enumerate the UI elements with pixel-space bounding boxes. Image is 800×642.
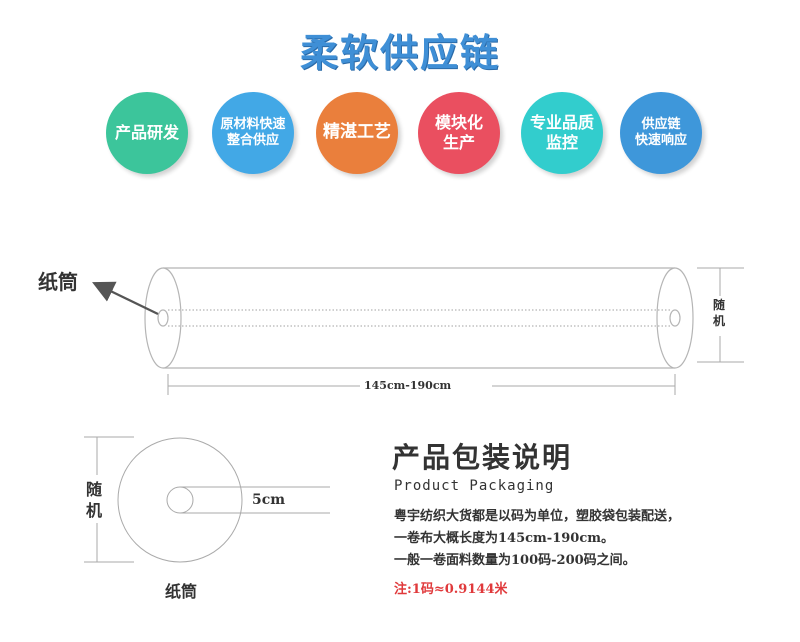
packaging-line: 一般一卷面料数量为100码-200码之间。 xyxy=(394,553,636,568)
packaging-title: 产品包装说明 xyxy=(392,441,573,474)
length-dimension xyxy=(167,374,676,395)
page-title: 柔软供应链 xyxy=(299,31,500,75)
height-dimension xyxy=(697,267,744,363)
cross-section xyxy=(84,436,330,563)
tube-arrow xyxy=(92,281,159,315)
height-label: 随 机 xyxy=(713,298,726,328)
packaging-line: 一卷布大概长度为145cm-190cm。 xyxy=(394,531,615,546)
fabric-roll-cylinder xyxy=(144,267,694,369)
packaging-subtitle: Product Packaging xyxy=(394,478,555,494)
core-diameter-label: 5cm xyxy=(252,492,286,508)
feature-label: 精湛工艺 xyxy=(323,122,391,143)
feature-label: 产品研发 xyxy=(114,123,179,142)
feature-material-supply: 原材料快速 整合供应 xyxy=(212,92,294,174)
cross-tube-label: 纸筒 xyxy=(165,582,198,601)
feature-product-rd: 产品研发 xyxy=(106,92,188,174)
feature-supply-response: 供应链 快速响应 xyxy=(620,92,702,174)
feature-label: 供应链 快速响应 xyxy=(634,116,687,148)
cross-height-label: 随 机 xyxy=(86,480,103,520)
feature-label: 模块化 生产 xyxy=(434,113,483,152)
feature-craftsmanship: 精湛工艺 xyxy=(316,92,398,174)
tube-label: 纸筒 xyxy=(38,270,78,294)
conversion-note: 注:1码≈0.9144米 xyxy=(394,582,508,597)
feature-label: 专业品质 监控 xyxy=(529,113,594,152)
length-label: 145cm-190cm xyxy=(364,379,452,392)
feature-modular-production: 模块化 生产 xyxy=(418,92,500,174)
feature-quality-control: 专业品质 监控 xyxy=(521,92,603,174)
feature-label: 原材料快速 整合供应 xyxy=(220,116,286,148)
packaging-line: 粤宇纺织大货都是以码为单位，塑胶袋包装配送， xyxy=(394,509,681,524)
